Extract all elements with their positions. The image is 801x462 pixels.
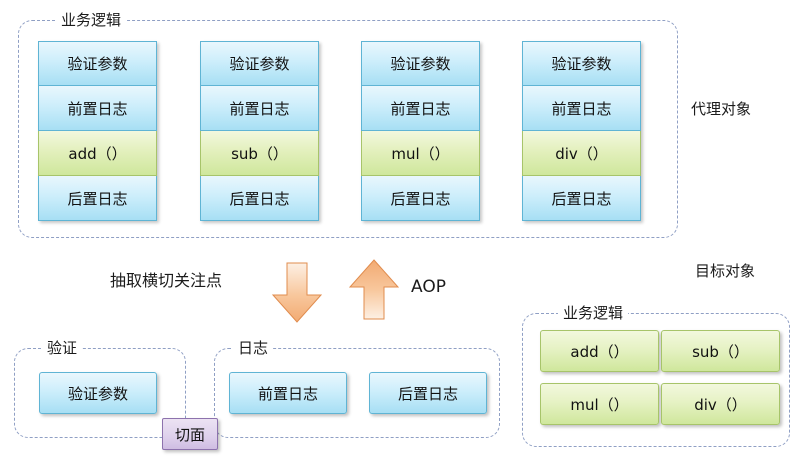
before-log-chip: 前置日志 [229, 372, 347, 414]
target-object-side-label: 目标对象 [695, 262, 756, 280]
proxy-cell-after-log: 后置日志 [522, 176, 641, 221]
proxy-cell-before-log: 前置日志 [361, 86, 480, 131]
target-method-mul: mul（） [540, 383, 659, 425]
proxy-cell-method-mul: mul（） [361, 131, 480, 176]
proxy-object-side-label: 代理对象 [691, 100, 752, 118]
proxy-object-container [18, 20, 678, 238]
proxy-cell-before-log: 前置日志 [522, 86, 641, 131]
target-business-logic-label: 业务逻辑 [558, 304, 629, 322]
target-method-add: add（） [540, 330, 659, 372]
proxy-method-column-mul: 验证参数 前置日志 mul（） 后置日志 [361, 41, 480, 221]
validate-group-label: 验证 [42, 339, 83, 357]
proxy-method-column-add: 验证参数 前置日志 add（） 后置日志 [38, 41, 157, 221]
proxy-cell-before-log: 前置日志 [200, 86, 319, 131]
proxy-method-column-sub: 验证参数 前置日志 sub（） 后置日志 [200, 41, 319, 221]
proxy-cell-after-log: 后置日志 [200, 176, 319, 221]
aspect-badge: 切面 [162, 418, 218, 450]
proxy-cell-method-div: div（） [522, 131, 641, 176]
down-arrow-icon [271, 262, 323, 324]
log-group-label: 日志 [233, 339, 274, 357]
proxy-method-column-div: 验证参数 前置日志 div（） 后置日志 [522, 41, 641, 221]
validate-aspect-container [14, 348, 186, 438]
proxy-cell-after-log: 后置日志 [361, 176, 480, 221]
proxy-cell-before-log: 前置日志 [38, 86, 157, 131]
proxy-business-logic-label: 业务逻辑 [56, 11, 127, 29]
up-arrow-icon [348, 258, 400, 320]
target-method-div: div（） [661, 383, 780, 425]
aop-label: AOP [411, 277, 446, 297]
proxy-cell-method-sub: sub（） [200, 131, 319, 176]
proxy-cell-after-log: 后置日志 [38, 176, 157, 221]
proxy-cell-method-add: add（） [38, 131, 157, 176]
target-method-sub: sub（） [661, 330, 780, 372]
extract-crosscutting-label: 抽取横切关注点 [110, 271, 223, 290]
proxy-cell-validate-params: 验证参数 [200, 41, 319, 86]
target-business-logic-container [522, 313, 790, 447]
proxy-cell-validate-params: 验证参数 [38, 41, 157, 86]
after-log-chip: 后置日志 [369, 372, 487, 414]
proxy-cell-validate-params: 验证参数 [522, 41, 641, 86]
log-aspect-container [214, 348, 500, 438]
proxy-cell-validate-params: 验证参数 [361, 41, 480, 86]
validate-params-chip: 验证参数 [39, 372, 157, 414]
